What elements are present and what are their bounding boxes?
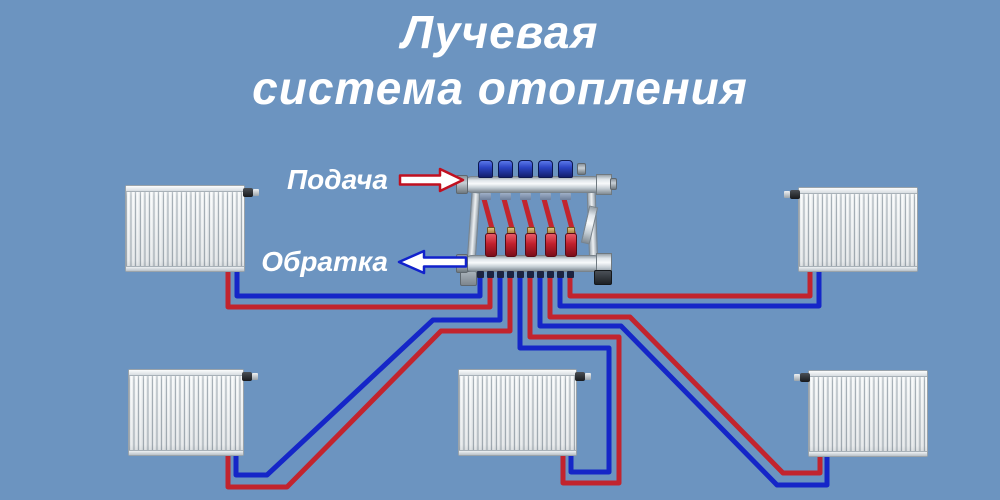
radiator-bottom-center	[458, 369, 591, 456]
radiator-top-right-top-rail	[799, 188, 917, 194]
radiator-bottom-right-top-rail	[809, 371, 927, 377]
radiator-bottom-left-valve-tip	[252, 373, 258, 380]
radiator-top-right-thermostat-valve-icon	[784, 190, 800, 199]
radiator-bottom-left-top-rail	[129, 370, 243, 376]
radiator-bottom-left-bottom-rail	[129, 450, 243, 455]
flow-valve-cap-3	[518, 160, 533, 178]
radiator-bottom-center-thermostat-valve-icon	[575, 372, 591, 381]
radiator-top-left-bottom-rail	[126, 266, 244, 271]
title-line-1: Лучевая	[401, 6, 599, 58]
radiator-bottom-center-top-rail	[459, 370, 576, 376]
radiator-bottom-right-thermostat-valve-icon	[794, 373, 810, 382]
flow-valve-cap-5	[558, 160, 573, 178]
radiator-bottom-center-bottom-rail	[459, 450, 576, 455]
radiator-top-right	[784, 187, 918, 272]
radiator-top-left-thermostat-valve-icon	[243, 188, 259, 197]
air-vent-icon	[577, 163, 586, 175]
radiator-top-left-top-rail	[126, 186, 244, 192]
radiator-top-left	[125, 185, 259, 272]
radiator-top-right-valve-body	[790, 190, 800, 199]
radiator-bottom-left-valve-body	[242, 372, 252, 381]
flow-valve-cap-4	[538, 160, 553, 178]
flow-valve-cap-2	[498, 160, 513, 178]
poster-title: Лучевая система отопления	[0, 4, 1000, 116]
radiator-top-right-valve-tip	[784, 191, 790, 198]
radiator-bottom-center-valve-tip	[585, 373, 591, 380]
radiator-top-right-bottom-rail	[799, 266, 917, 271]
radiator-bottom-center-valve-body	[575, 372, 585, 381]
radiator-bottom-right	[794, 370, 928, 457]
supply-bar-right-nut	[610, 178, 617, 190]
radiator-bottom-right-valve-body	[800, 373, 810, 382]
return-label: Обратка	[261, 246, 388, 277]
radiator-bottom-left-thermostat-valve-icon	[242, 372, 258, 381]
title-line-2: система отопления	[252, 62, 748, 114]
radiator-bottom-right-bottom-rail	[809, 451, 927, 456]
radiator-bottom-right-valve-tip	[794, 374, 800, 381]
radiator-top-left-valve-body	[243, 188, 253, 197]
flow-valve-cap-1	[478, 160, 493, 178]
radiator-top-left-valve-tip	[253, 189, 259, 196]
radiator-bottom-left	[128, 369, 258, 456]
supply-label: Подача	[287, 164, 388, 195]
